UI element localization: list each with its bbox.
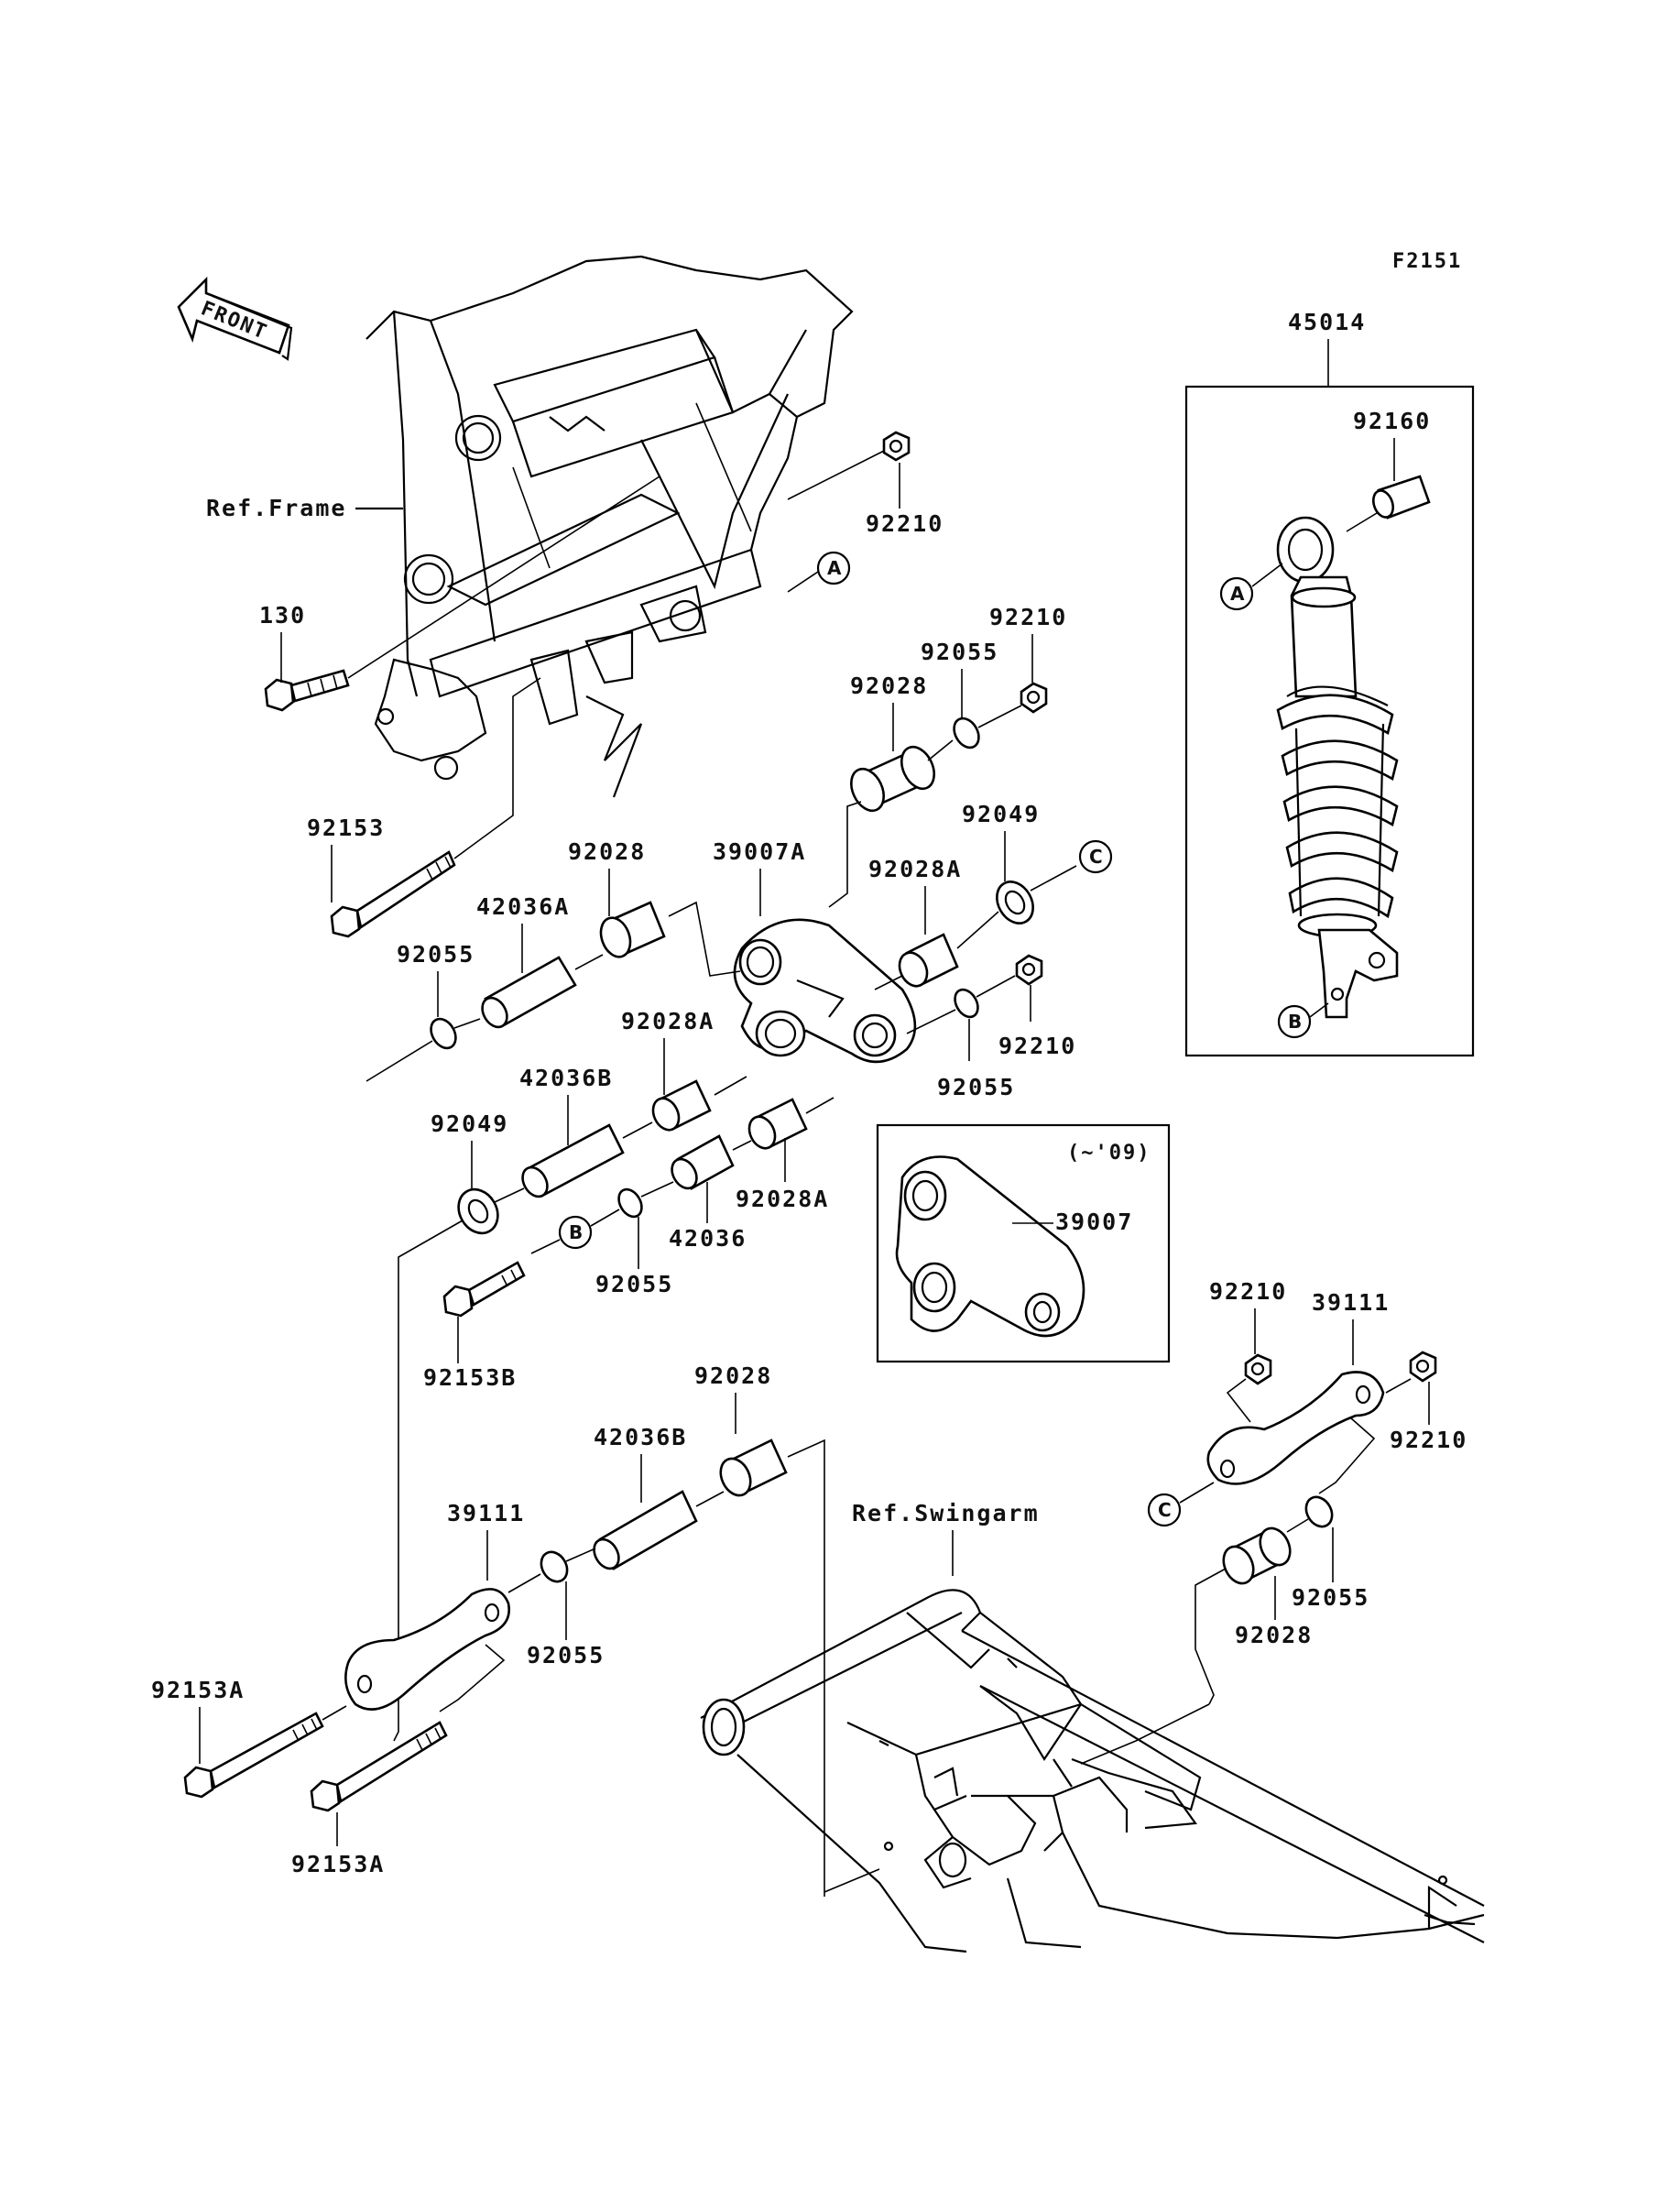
shock-ref-b: B (1277, 1004, 1312, 1039)
label-92055-bottom: 92055 (595, 1271, 673, 1297)
tie-rod-39111-right-icon (1206, 1371, 1385, 1485)
washer-92055-middle-icon (954, 988, 979, 1019)
label-92028-middle: 92028 (568, 838, 646, 865)
inset-box (876, 1123, 1171, 1363)
label-92028A-bottom: 92028A (736, 1186, 829, 1212)
swingarm-illustration (700, 1589, 1485, 1953)
label-92055-middle: 92055 (937, 1074, 1015, 1100)
label-39111-left: 39111 (447, 1500, 525, 1526)
tube-42036B-upper-icon (521, 1123, 625, 1198)
label-92160: 92160 (1353, 408, 1431, 434)
label-92210-right: 92210 (989, 604, 1067, 630)
svg-text:B: B (569, 1221, 583, 1243)
svg-text:A: A (1230, 583, 1245, 605)
shock-box (1184, 385, 1475, 1057)
washer-92055-rr-icon (1304, 1495, 1334, 1528)
bush-92028A-bottom-icon (747, 1098, 808, 1150)
label-92049-left: 92049 (431, 1110, 508, 1137)
washer-92055-low-icon (540, 1550, 569, 1583)
washer-92055-right-icon (953, 717, 980, 749)
label-92210-rr: 92210 (1209, 1278, 1287, 1305)
ref-marker-a-upper: A (816, 551, 851, 585)
label-39111-right: 39111 (1312, 1289, 1390, 1316)
tie-rod-39111-left-icon (344, 1588, 510, 1711)
bush-92028-middle-icon (599, 901, 666, 958)
washer-92049-left-icon (457, 1187, 499, 1235)
tube-42036-icon (671, 1134, 735, 1190)
shock-absorber-icon (1276, 516, 1399, 1019)
label-130: 130 (259, 602, 306, 629)
washer-92049-right-icon (996, 881, 1034, 924)
washer-92055-bottom-icon (617, 1187, 643, 1219)
bolt-92153B-icon (442, 1261, 526, 1318)
label-39007: 39007 (1055, 1209, 1133, 1235)
ref-marker-b-lower: B (558, 1215, 593, 1250)
nut-92210-middle-icon (1015, 954, 1043, 986)
frame-illustration (365, 255, 854, 798)
link-39007-icon (895, 1155, 1085, 1338)
label-92028-right: 92028 (850, 673, 928, 699)
label-92210-upper: 92210 (866, 510, 944, 537)
bush-92028-right-icon (850, 745, 935, 813)
bush-92028A-center-icon (651, 1079, 712, 1132)
label-92028-rr: 92028 (1235, 1622, 1313, 1648)
ref-marker-c-upper: C (1078, 839, 1113, 874)
washer-92055-left-icon (430, 1017, 457, 1050)
label-92055-right: 92055 (921, 639, 998, 665)
collar-92160-icon (1371, 475, 1431, 520)
bush-92028A-right-icon (898, 933, 959, 988)
inset-note: (~'09) (1067, 1142, 1151, 1165)
label-92055-rr: 92055 (1292, 1584, 1369, 1611)
label-92055-left: 92055 (397, 941, 475, 968)
bolt-130-icon (264, 669, 350, 712)
label-42036B-lower: 42036B (594, 1424, 687, 1450)
ref-marker-c-lower: C (1147, 1493, 1182, 1527)
nut-92210-right-icon (1020, 682, 1048, 714)
bush-92028-low-icon (719, 1439, 788, 1497)
svg-text:A: A (827, 557, 842, 579)
bush-92028-rr-icon (1222, 1526, 1292, 1585)
nut-92210-upper-icon (882, 431, 911, 462)
label-92028A-right: 92028A (868, 856, 962, 882)
label-92153A-2: 92153A (291, 1851, 385, 1877)
label-92028A-center: 92028A (621, 1008, 715, 1034)
ref-frame-label: Ref.Frame (206, 495, 346, 521)
label-92210-rr2: 92210 (1390, 1427, 1467, 1453)
tube-42036B-lower-icon (593, 1490, 698, 1570)
bolt-92153A-2-icon (310, 1721, 448, 1812)
svg-text:C: C (1089, 846, 1103, 868)
front-arrow-icon: FRONT (177, 276, 293, 361)
label-42036B-upper: 42036B (519, 1065, 613, 1091)
label-42036: 42036 (669, 1225, 747, 1252)
bolt-92153-icon (330, 850, 456, 938)
nut-92210-rr2-icon (1409, 1351, 1437, 1383)
diagram-code: F2151 (1392, 250, 1462, 273)
svg-text:B: B (1288, 1011, 1302, 1033)
svg-text:C: C (1158, 1499, 1172, 1521)
tube-42036A-icon (481, 956, 577, 1029)
bolt-92153A-1-icon (183, 1712, 324, 1799)
link-39007A-icon (733, 918, 917, 1064)
label-92049-right: 92049 (962, 801, 1040, 827)
nut-92210-rr-icon (1244, 1353, 1272, 1385)
shock-ref-a: A (1219, 576, 1254, 611)
label-92153B: 92153B (423, 1364, 517, 1391)
ref-swingarm-label: Ref.Swingarm (852, 1500, 1040, 1526)
label-92153: 92153 (307, 815, 385, 841)
label-92028-low: 92028 (694, 1362, 772, 1389)
label-92210-middle: 92210 (998, 1033, 1076, 1059)
label-42036A: 42036A (476, 893, 570, 920)
label-92055-low: 92055 (527, 1642, 605, 1668)
label-39007A: 39007A (713, 838, 806, 865)
label-45014: 45014 (1288, 309, 1366, 335)
label-92153A-1: 92153A (151, 1677, 245, 1703)
